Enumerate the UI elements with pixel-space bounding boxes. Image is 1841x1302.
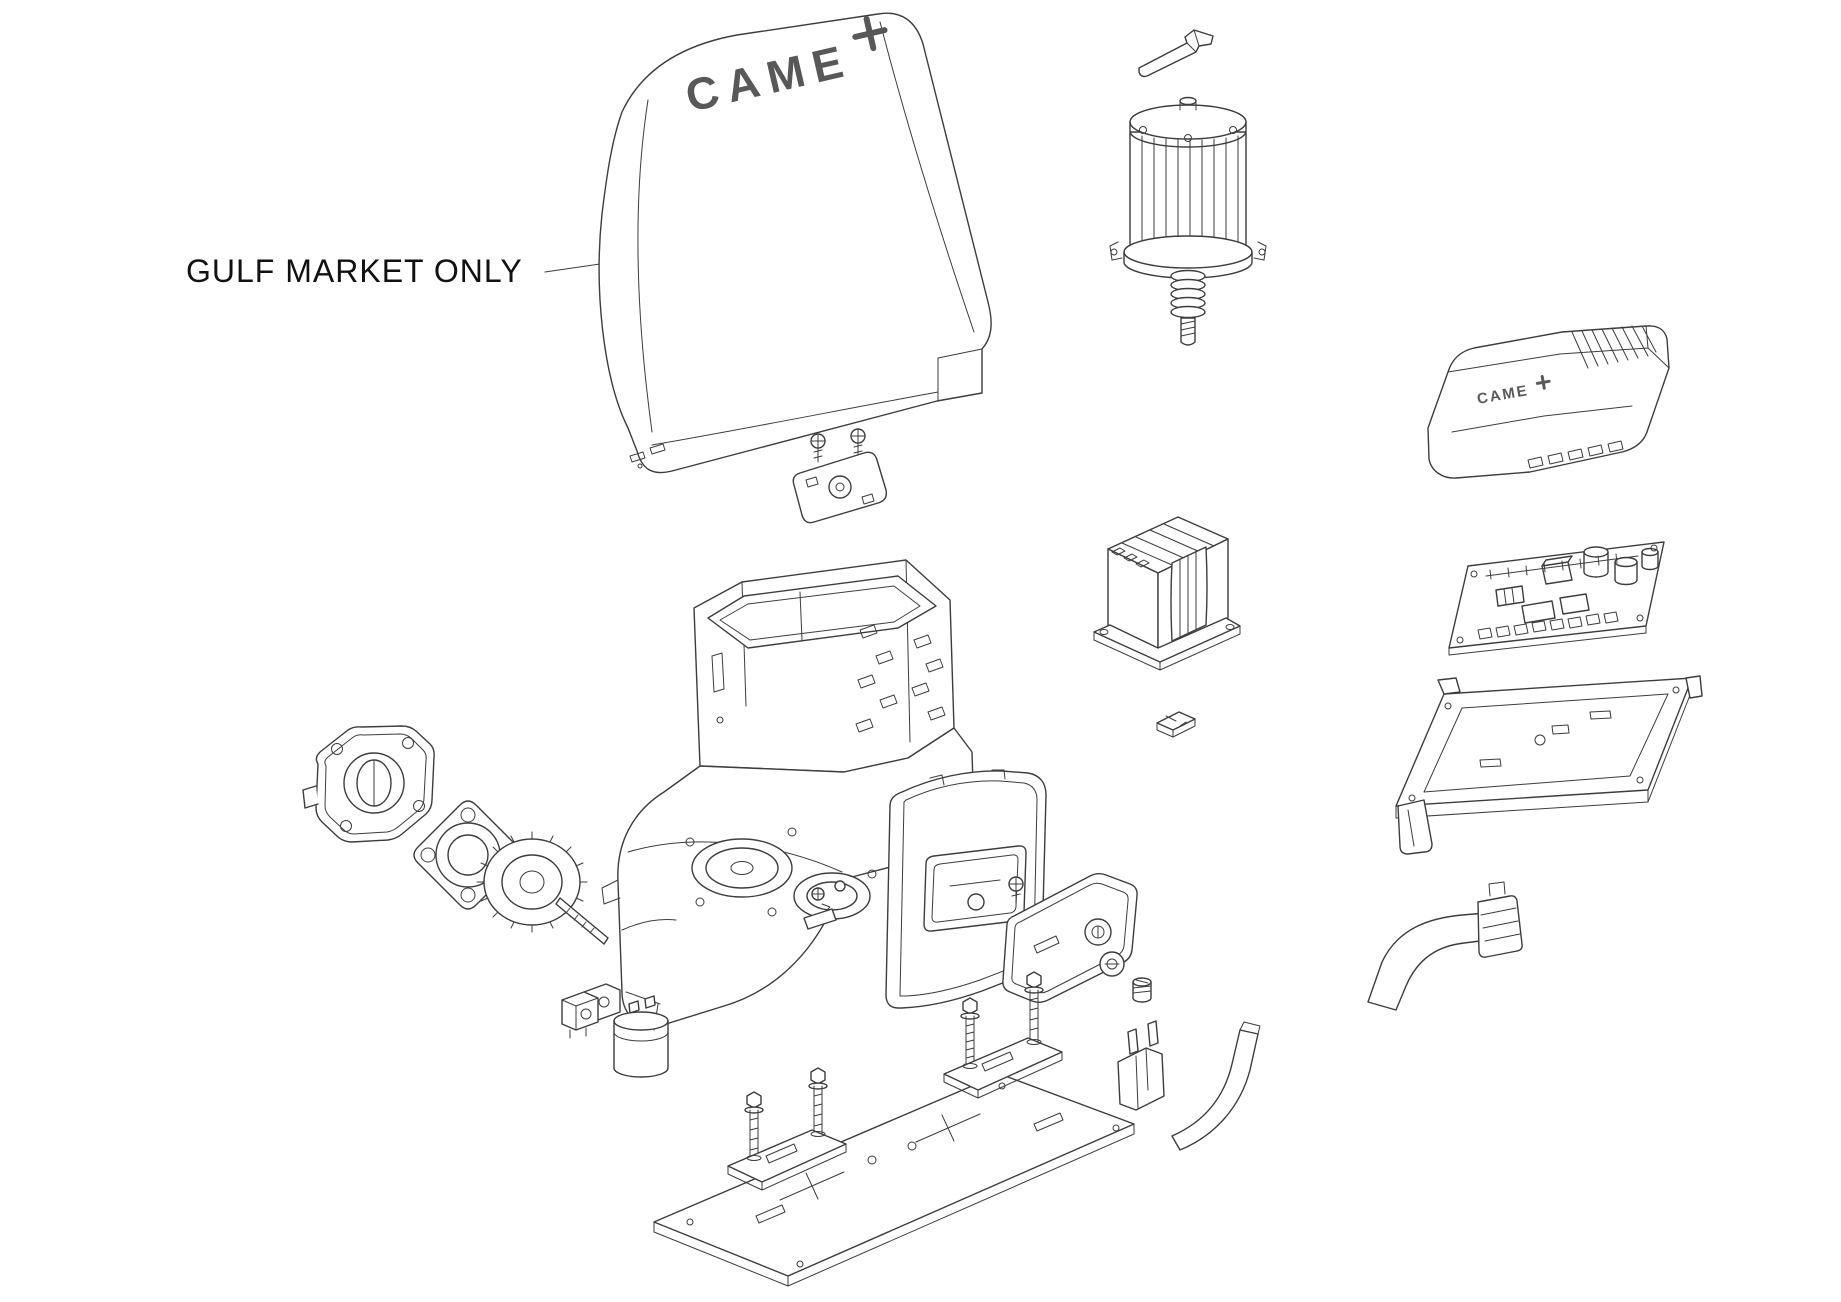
motor bbox=[1109, 96, 1267, 346]
transformer bbox=[1093, 516, 1241, 671]
terminal-block bbox=[561, 983, 621, 1039]
control-board-pcb bbox=[1448, 541, 1665, 656]
fuse-holder bbox=[1156, 711, 1196, 738]
release-screw-set bbox=[803, 880, 846, 930]
anchor-clamp-rear bbox=[943, 971, 1063, 1099]
release-lever-bracket bbox=[1367, 881, 1523, 1011]
limit-switch-bracket bbox=[792, 428, 888, 524]
anchor-clamp-front bbox=[727, 1067, 847, 1191]
gearbox-body bbox=[601, 559, 975, 1031]
came-logo-cross-icon bbox=[852, 15, 888, 52]
main-cover: CAME bbox=[598, 12, 992, 474]
release-knob bbox=[302, 725, 435, 843]
fixing-screw bbox=[1132, 977, 1152, 1003]
release-key bbox=[1138, 29, 1214, 78]
lock-cylinder bbox=[1099, 951, 1125, 977]
gulf-market-label: GULF MARKET ONLY bbox=[186, 253, 523, 289]
annotation: GULF MARKET ONLY bbox=[186, 225, 863, 289]
worm-gear-assembly bbox=[413, 800, 609, 945]
base-mounting-plate bbox=[1395, 675, 1703, 855]
release-strap bbox=[1171, 1021, 1261, 1151]
foundation-plate bbox=[653, 1073, 1135, 1287]
release-mechanism-bracket bbox=[1117, 1020, 1165, 1111]
came-logo-small-cross-icon bbox=[1535, 374, 1551, 390]
control-board-cover: CAME bbox=[1427, 325, 1670, 479]
capacitor bbox=[613, 995, 669, 1078]
